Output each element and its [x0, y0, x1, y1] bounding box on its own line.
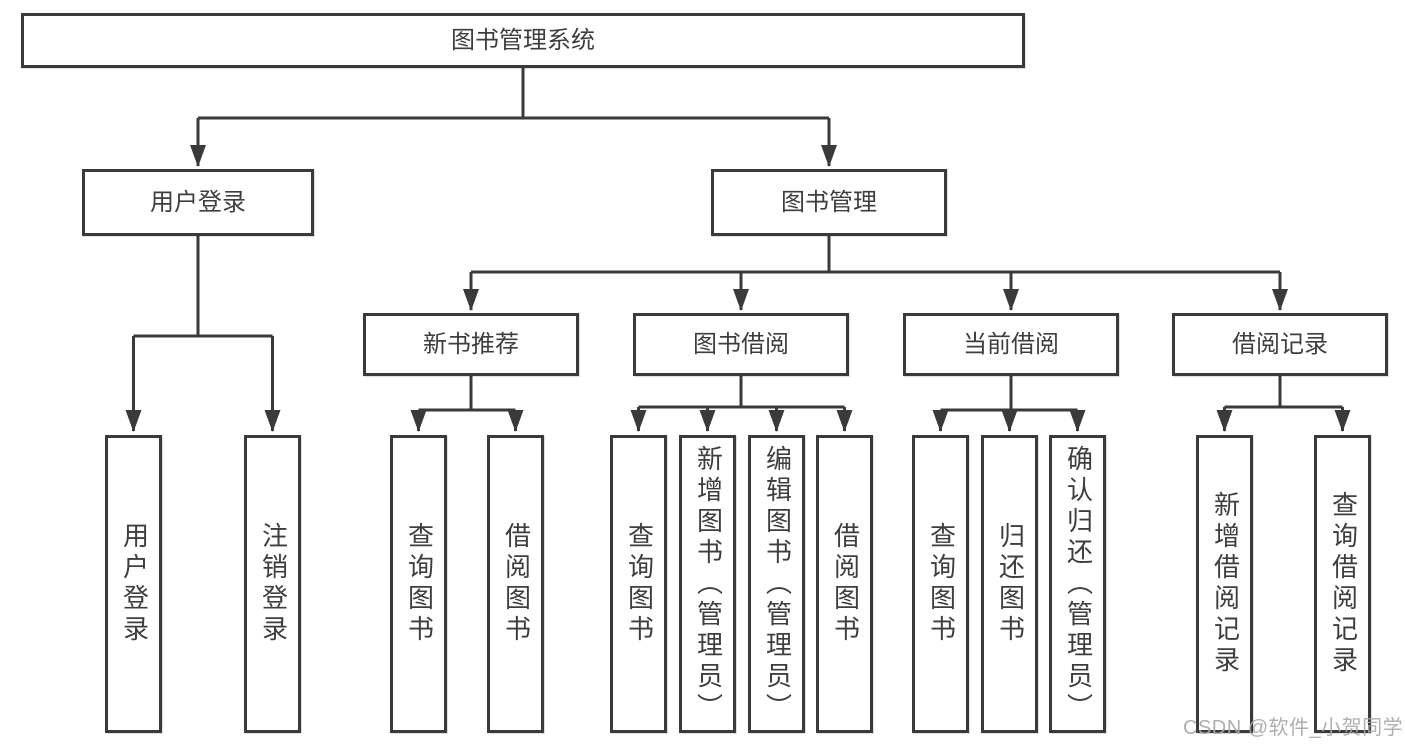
node-label: 用户登录	[150, 188, 246, 216]
node-label: 图书借阅	[693, 330, 789, 358]
leaf-query-books-borrow: 查询图书	[610, 435, 667, 733]
leaf-confirm-return-admin: 确认归还（管理员）	[1049, 435, 1106, 733]
leaf-add-book-admin: 新增图书（管理员）	[679, 435, 736, 733]
leaf-label: 注销登录	[258, 522, 289, 646]
leaf-label: 查询图书	[624, 522, 655, 646]
leaf-label: 编辑图书（管理员）	[762, 444, 793, 724]
leaf-label: 确认归还（管理员）	[1063, 444, 1094, 724]
node-label: 新书推荐	[423, 330, 519, 358]
node-book-management: 图书管理	[711, 169, 947, 236]
node-library-system: 图书管理系统	[21, 13, 1025, 68]
leaf-return-book: 归还图书	[981, 435, 1038, 733]
csdn-watermark: CSDN @软件_小贺同学	[1183, 717, 1404, 739]
node-book-borrow: 图书借阅	[633, 313, 849, 376]
leaf-query-books-recommend: 查询图书	[390, 435, 447, 733]
node-label: 图书管理	[781, 188, 877, 216]
leaf-add-borrow-record: 新增借阅记录	[1196, 435, 1253, 733]
node-borrow-records: 借阅记录	[1172, 313, 1388, 376]
leaf-label: 归还图书	[995, 522, 1026, 646]
leaf-label: 新增图书（管理员）	[693, 444, 724, 724]
node-label: 借阅记录	[1232, 330, 1328, 358]
leaf-user-login: 用户登录	[105, 435, 162, 733]
node-label: 图书管理系统	[451, 26, 595, 54]
leaf-borrow-books: 借阅图书	[816, 435, 873, 733]
leaf-label: 借阅图书	[830, 522, 861, 646]
node-label: 当前借阅	[963, 330, 1059, 358]
leaf-borrow-books-recommend: 借阅图书	[487, 435, 544, 733]
node-current-borrow: 当前借阅	[903, 313, 1119, 376]
node-new-book-recommend: 新书推荐	[363, 313, 579, 376]
leaf-label: 查询借阅记录	[1328, 491, 1359, 677]
leaf-query-books-current: 查询图书	[912, 435, 969, 733]
leaf-label: 新增借阅记录	[1210, 491, 1241, 677]
leaf-query-borrow-record: 查询借阅记录	[1314, 435, 1371, 733]
leaf-label: 借阅图书	[501, 522, 532, 646]
leaf-logout: 注销登录	[244, 435, 301, 733]
leaf-label: 查询图书	[404, 522, 435, 646]
leaf-label: 查询图书	[926, 522, 957, 646]
leaf-label: 用户登录	[119, 522, 150, 646]
node-user-login: 用户登录	[82, 169, 314, 236]
leaf-edit-book-admin: 编辑图书（管理员）	[748, 435, 805, 733]
